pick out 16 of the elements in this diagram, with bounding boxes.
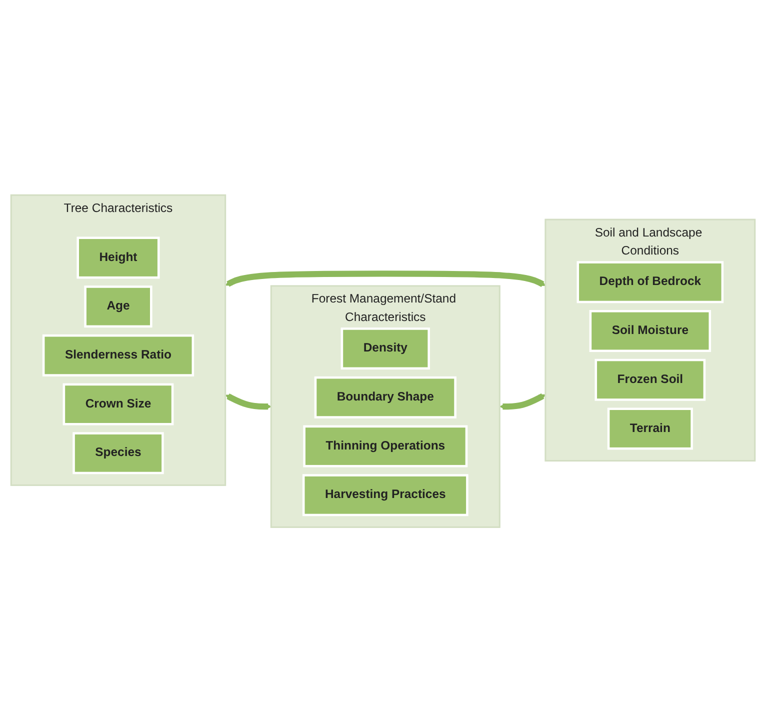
node-box: Boundary Shape (314, 376, 456, 419)
node-box: Height (76, 237, 160, 280)
arrow (500, 394, 546, 410)
arrow (225, 271, 546, 288)
arrow (225, 394, 272, 410)
node-box: Depth of Bedrock (576, 261, 724, 304)
node-box: Density (340, 328, 430, 370)
node-box: Soil Moisture (589, 310, 712, 352)
node-box: Thinning Operations (303, 426, 468, 468)
node-box: Species (72, 432, 164, 474)
node-box: Terrain (607, 408, 693, 450)
node-box: Harvesting Practices (302, 474, 468, 516)
node-box: Age (84, 286, 152, 328)
node-box: Frozen Soil (594, 359, 706, 402)
node-box: Crown Size (62, 384, 174, 426)
node-box: Slenderness Ratio (42, 334, 194, 377)
